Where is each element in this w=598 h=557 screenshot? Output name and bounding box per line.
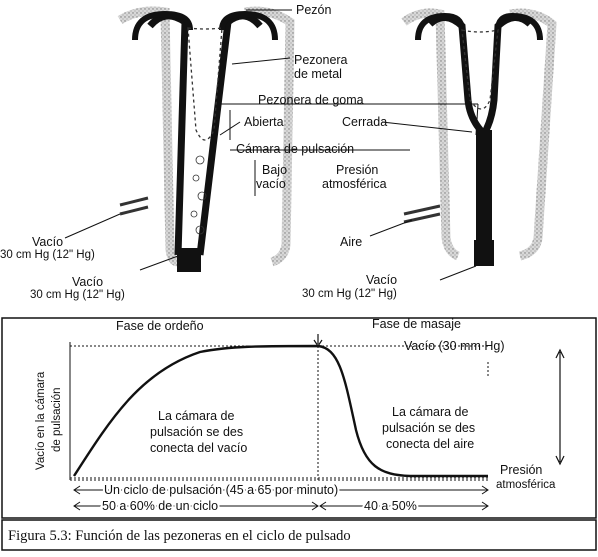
label-vacio-left: Vacío [32,235,63,249]
milking-text-2: pulsación se des [150,425,243,439]
label-abierta: Abierta [244,115,284,129]
phase-milking-label: Fase de ordeño [116,319,204,333]
massage-pct-label: 40 a 50% [364,499,417,513]
milk-stream-left [190,155,207,235]
label-vacio-left-value: 30 cm Hg (12" Hg) [0,249,95,261]
collapsed-liner-right [476,130,492,248]
short-milk-tube-left [177,248,201,272]
metal-shell-right [401,8,557,261]
label-cerrada: Cerrada [342,115,387,129]
label-vacio-bottom-left: Vacío [72,275,103,289]
label-vacio-bottom-right-value: 30 cm Hg (12" Hg) [302,288,397,300]
label-atmosferica: atmosférica [322,177,387,191]
label-pezonera-metal-2: de metal [294,67,342,81]
milking-text-1: La cámara de [158,409,234,423]
metal-shell-left [117,6,295,267]
graph-frame [1,317,597,519]
pulsation-curve [72,344,488,478]
milking-pct-label: 50 a 60% de un ciclo [102,499,218,513]
pulse-nipple-right [403,204,441,224]
label-presion: Presión [336,163,378,177]
cycle-arrow [73,485,489,495]
diagram-labels: Pezón Pezonera de metal Pezonera de goma… [0,3,397,301]
label-pezonera-goma: Pezonera de goma [258,93,364,107]
phase-change-arrow [313,334,323,348]
y-axis-label-2: de pulsación [51,387,63,452]
massage-span-arrow [319,501,489,511]
leader-lines [64,9,479,281]
label-vacio-inner: vacío [256,177,286,191]
liner-head-right [415,12,543,41]
liner-head-left [132,10,278,41]
label-bajo: Bajo [262,163,287,177]
label-aire: Aire [340,235,362,249]
y-axis-label-1: Vacío en la cámara [35,371,47,470]
range-arrow [555,348,565,466]
massage-text-3: conecta del aire [386,437,474,451]
vacuum-level-label: Vacío (30 mm Hg) [404,339,505,353]
label-pezonera-metal-1: Pezonera [294,53,348,67]
teatcup-closed [401,8,557,266]
figure-caption: Figura 5.3: Función de las pezoneras en … [8,528,351,544]
caption-box [1,519,597,551]
label-vacio-bottom-left-value: 30 cm Hg (12" Hg) [30,289,125,301]
teatcup-open [117,6,295,272]
short-milk-tube-right [474,240,494,266]
cycle-label: Un ciclo de pulsación (45 a 65 por minut… [104,483,338,497]
atm-label-1: Presión [500,463,542,477]
phase-massage-label: Fase de masaje [372,317,461,331]
pulsation-graph: Fase de ordeño Fase de masaje Vacío en l… [1,317,597,519]
label-camara-pulsacion: Cámara de pulsación [236,142,354,156]
label-vacio-bottom-right: Vacío [366,273,397,287]
teat-left [187,27,223,141]
massage-text-2: pulsación se des [382,421,475,435]
milking-text-3: conecta del vacío [150,441,247,455]
milking-span-arrow [73,501,319,511]
pulse-nipple-left [119,196,149,216]
label-pezon: Pezón [296,3,331,17]
teat-right [461,29,499,110]
massage-text-1: La cámara de [392,405,468,419]
atm-label-2: atmosférica [496,479,556,491]
